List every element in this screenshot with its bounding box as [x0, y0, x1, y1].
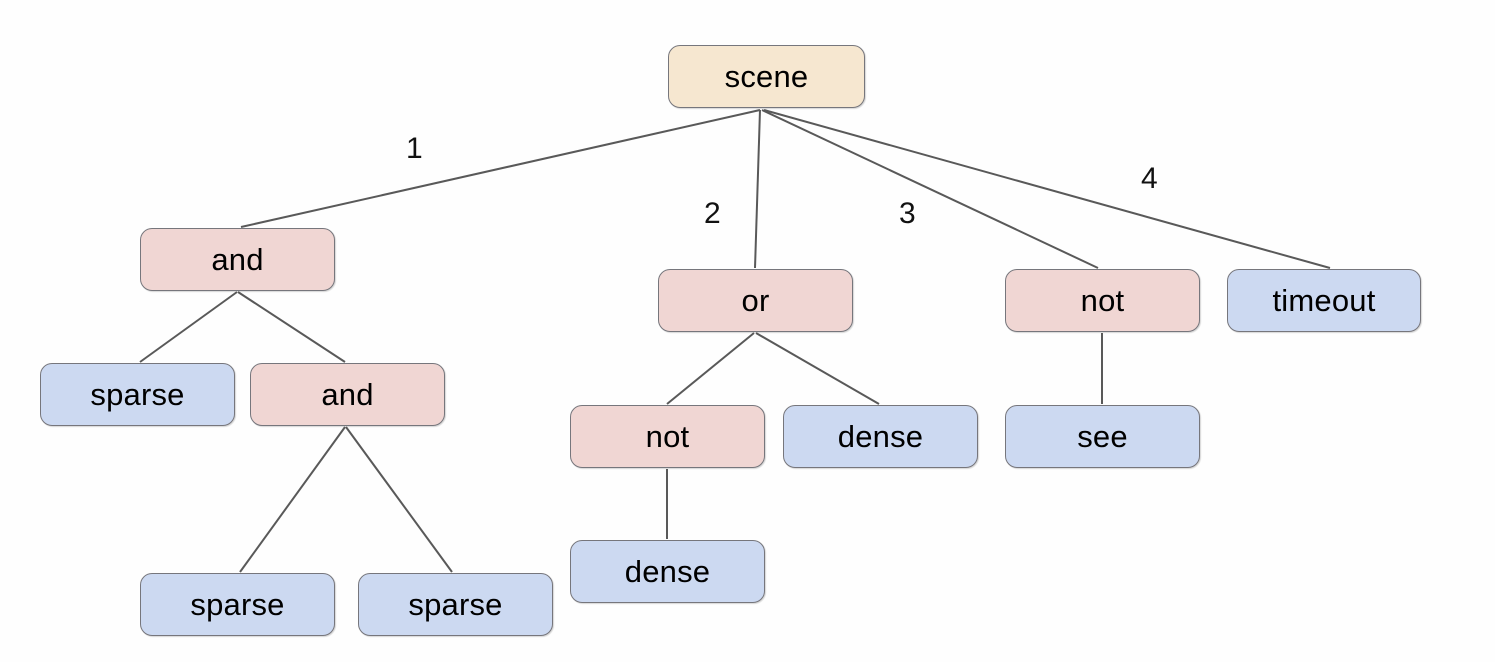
tree-node-label: or	[741, 283, 770, 318]
tree-node-label: sparse	[190, 587, 285, 622]
tree-node-label: timeout	[1272, 283, 1376, 318]
tree-edge-and2-to-sparse3	[345, 426, 453, 573]
tree-node-or1[interactable]: or	[658, 269, 853, 332]
tree-node-sparse1[interactable]: sparse	[40, 363, 235, 426]
tree-edge-and1-to-sparse1	[139, 291, 238, 363]
tree-edge-scene-to-and1	[240, 109, 761, 228]
tree-node-see1[interactable]: see	[1005, 405, 1200, 468]
tree-node-scene[interactable]: scene	[668, 45, 865, 108]
tree-node-sparse2[interactable]: sparse	[140, 573, 335, 636]
tree-node-label: see	[1077, 419, 1128, 454]
edge-label-4: 4	[1141, 162, 1158, 195]
tree-node-label: sparse	[408, 587, 503, 622]
edge-label-3: 3	[899, 197, 916, 230]
tree-node-label: dense	[837, 419, 924, 454]
tree-node-label: not	[645, 419, 690, 454]
tree-edge-scene-to-or1	[754, 109, 761, 269]
tree-edge-scene-to-timeout1	[763, 109, 1331, 269]
tree-edge-or1-to-dense1	[755, 332, 880, 405]
tree-node-not1[interactable]: not	[570, 405, 765, 468]
tree-node-label: sparse	[90, 377, 185, 412]
edge-label-2: 2	[704, 197, 721, 230]
tree-edge-scene-to-not2	[761, 109, 1099, 269]
tree-edge-and2-to-sparse2	[239, 426, 346, 573]
tree-edge-or1-to-not1	[666, 332, 755, 405]
tree-node-and2[interactable]: and	[250, 363, 445, 426]
tree-node-label: and	[211, 242, 264, 277]
tree-node-label: dense	[624, 554, 711, 589]
tree-node-and1[interactable]: and	[140, 228, 335, 291]
tree-node-not2[interactable]: not	[1005, 269, 1200, 332]
edge-label-1: 1	[406, 132, 423, 165]
tree-edge-and1-to-and2	[237, 291, 346, 363]
tree-node-label: not	[1080, 283, 1125, 318]
tree-node-dense2[interactable]: dense	[570, 540, 765, 603]
tree-node-sparse3[interactable]: sparse	[358, 573, 553, 636]
tree-node-label: and	[321, 377, 374, 412]
tree-node-timeout1[interactable]: timeout	[1227, 269, 1421, 332]
tree-node-label: scene	[724, 59, 809, 94]
tree-node-dense1[interactable]: dense	[783, 405, 978, 468]
